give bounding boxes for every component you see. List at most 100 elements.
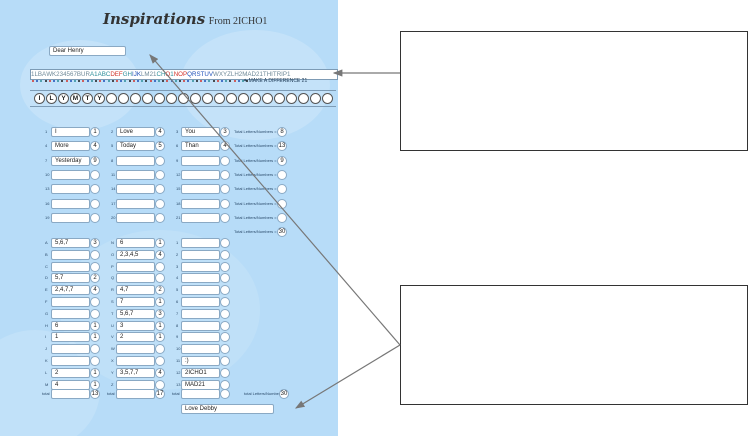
word-input[interactable] <box>51 198 90 209</box>
letter-count-circle[interactable] <box>220 308 230 319</box>
letter-count-circle[interactable] <box>220 332 230 343</box>
bead-circle[interactable] <box>130 93 141 104</box>
word-count-circle[interactable]: 5 <box>155 141 165 152</box>
letter-positions-input[interactable]: 3,5,7,7 <box>116 367 155 378</box>
bead-circle[interactable] <box>214 93 225 104</box>
bead-circle[interactable] <box>250 93 261 104</box>
bead-circle[interactable] <box>118 93 129 104</box>
letter-count-circle[interactable] <box>155 261 165 272</box>
letter-count-circle[interactable] <box>90 261 100 272</box>
bead-circle[interactable]: M <box>70 93 81 104</box>
bead-circle[interactable] <box>106 93 117 104</box>
bead-circle[interactable] <box>262 93 273 104</box>
word-count-circle[interactable] <box>220 184 230 195</box>
letter-count-circle[interactable] <box>90 308 100 319</box>
bead-circle[interactable] <box>310 93 321 104</box>
word-count-circle[interactable]: 3 <box>220 127 230 137</box>
word-count-circle[interactable]: 4 <box>155 127 165 137</box>
word-input[interactable]: I <box>51 127 90 137</box>
letter-count-circle[interactable] <box>220 238 230 248</box>
letter-positions-input[interactable]: 5,7 <box>51 273 90 284</box>
letter-count-circle[interactable]: 1 <box>90 367 100 378</box>
letter-count-circle[interactable] <box>220 297 230 307</box>
bead-circle[interactable] <box>154 93 165 104</box>
letter-positions-input[interactable]: 2,4,7,7 <box>51 285 90 296</box>
letter-count-circle[interactable] <box>220 249 230 260</box>
word-input[interactable]: Than <box>181 141 220 152</box>
letter-count-circle[interactable]: 3 <box>155 308 165 319</box>
letter-positions-input[interactable]: 1 <box>51 332 90 343</box>
bead-circle[interactable] <box>322 93 333 104</box>
word-count-circle[interactable] <box>155 169 165 180</box>
word-count-circle[interactable] <box>155 155 165 166</box>
letter-positions-input[interactable] <box>51 297 90 307</box>
letter-count-circle[interactable] <box>220 320 230 331</box>
word-count-circle[interactable] <box>220 169 230 180</box>
letter-positions-input[interactable]: 2,3,4,5 <box>116 249 155 260</box>
word-count-circle[interactable] <box>155 198 165 209</box>
bead-circle[interactable]: I <box>34 93 45 104</box>
letter-count-circle[interactable] <box>220 285 230 296</box>
letter-positions-input[interactable] <box>51 261 90 272</box>
row-total-circle[interactable] <box>277 169 287 180</box>
letter-positions-input[interactable]: 6 <box>51 320 90 331</box>
letter-positions-input[interactable] <box>116 344 155 355</box>
word-input[interactable] <box>116 212 155 223</box>
word-input[interactable] <box>51 184 90 195</box>
bead-circle[interactable] <box>274 93 285 104</box>
bead-circle[interactable] <box>202 93 213 104</box>
letter-count-circle[interactable]: 1 <box>155 320 165 331</box>
letter-positions-input[interactable] <box>116 356 155 366</box>
letter-count-circle[interactable] <box>155 356 165 366</box>
letter-count-circle[interactable] <box>90 249 100 260</box>
letter-count-circle[interactable]: 1 <box>90 332 100 343</box>
word-input[interactable] <box>181 155 220 166</box>
word-input[interactable] <box>51 212 90 223</box>
letter-positions-input[interactable]: 3 <box>116 320 155 331</box>
letter-positions-input[interactable] <box>181 308 220 319</box>
word-input[interactable] <box>116 155 155 166</box>
letter-positions-input[interactable] <box>181 285 220 296</box>
bead-circle[interactable] <box>238 93 249 104</box>
bead-circle[interactable] <box>286 93 297 104</box>
words-total-circle[interactable]: 30 <box>277 227 287 237</box>
word-count-circle[interactable]: 1 <box>90 127 100 137</box>
letter-positions-input[interactable] <box>181 297 220 307</box>
bead-circle[interactable]: L <box>46 93 57 104</box>
letter-positions-input[interactable] <box>51 344 90 355</box>
word-count-circle[interactable] <box>90 212 100 223</box>
letter-positions-input[interactable] <box>116 273 155 284</box>
column-total-field[interactable] <box>51 389 90 399</box>
word-count-circle[interactable] <box>220 198 230 209</box>
letter-count-circle[interactable] <box>220 367 230 378</box>
letter-positions-input[interactable] <box>181 332 220 343</box>
letter-positions-input[interactable] <box>181 320 220 331</box>
letter-positions-input[interactable] <box>181 238 220 248</box>
letter-positions-input[interactable]: 2ICHO1 <box>181 367 220 378</box>
letter-count-circle[interactable]: 4 <box>155 367 165 378</box>
letter-positions-input[interactable] <box>181 261 220 272</box>
word-count-circle[interactable]: 9 <box>90 155 100 166</box>
word-input[interactable] <box>181 212 220 223</box>
word-input[interactable] <box>116 198 155 209</box>
word-input[interactable] <box>181 184 220 195</box>
letter-positions-input[interactable]: 7 <box>116 297 155 307</box>
column-total-field[interactable] <box>116 389 155 399</box>
row-total-circle[interactable]: 8 <box>277 127 287 137</box>
row-total-circle[interactable] <box>277 184 287 195</box>
letter-positions-input[interactable] <box>51 249 90 260</box>
word-count-circle[interactable] <box>220 155 230 166</box>
letter-positions-input[interactable] <box>51 356 90 366</box>
word-count-circle[interactable] <box>155 184 165 195</box>
letter-count-circle[interactable] <box>220 261 230 272</box>
word-count-circle[interactable] <box>90 169 100 180</box>
letter-count-circle[interactable]: 4 <box>155 249 165 260</box>
bead-circle[interactable]: Y <box>58 93 69 104</box>
letter-count-circle[interactable]: 3 <box>90 238 100 248</box>
letter-count-circle[interactable] <box>220 356 230 366</box>
letter-positions-input[interactable] <box>116 261 155 272</box>
letter-count-circle[interactable] <box>155 344 165 355</box>
row-total-circle[interactable]: 9 <box>277 155 287 166</box>
word-input[interactable]: More <box>51 141 90 152</box>
letter-count-circle[interactable]: 1 <box>155 238 165 248</box>
